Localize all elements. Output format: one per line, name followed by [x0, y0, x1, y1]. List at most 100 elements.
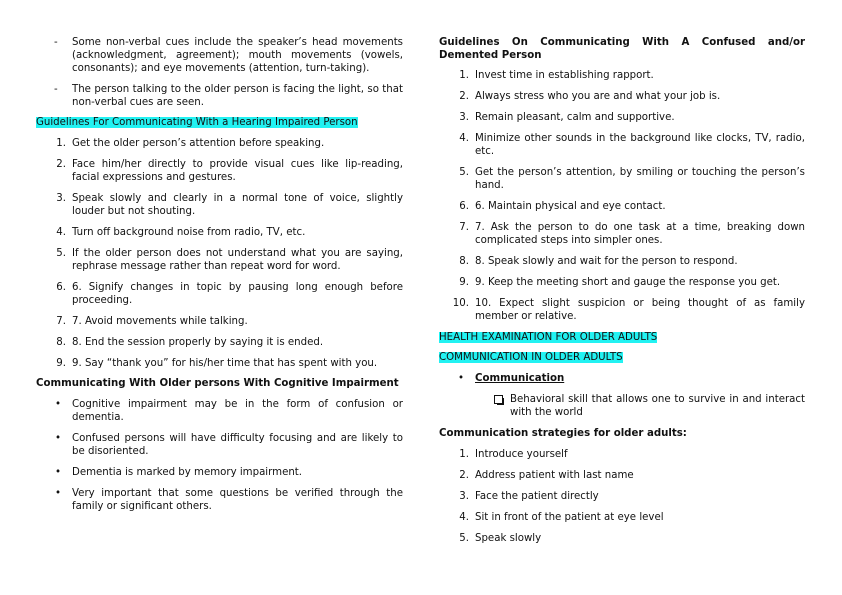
list-item-text: Introduce yourself	[475, 449, 568, 460]
list-number: 5.	[459, 533, 469, 544]
list-item: 3. Remain pleasant, calm and supportive.	[439, 111, 805, 124]
list-item-text: The person talking to the older person i…	[72, 84, 403, 108]
list-number: 2.	[459, 91, 469, 102]
list-item: • Dementia is marked by memory impairmen…	[36, 466, 403, 479]
sub-list-item: Behavioral skill that allows one to surv…	[439, 393, 805, 419]
list-item-text: 9. Keep the meeting short and gauge the …	[475, 277, 781, 288]
list-item: 5. Get the person’s attention, by smilin…	[439, 166, 805, 192]
comm-heading-line: COMMUNICATION IN OLDER ADULTS	[439, 351, 805, 364]
confused-heading: Guidelines On Communicating With A Confu…	[439, 37, 805, 61]
list-item-text: Turn off background noise from radio, TV…	[72, 227, 306, 238]
list-item: - Some non-verbal cues include the speak…	[36, 36, 403, 75]
hearing-heading-line: Guidelines For Communicating With a Hear…	[36, 116, 403, 129]
comm-heading: COMMUNICATION IN OLDER ADULTS	[439, 352, 623, 363]
list-item: 4. Minimize other sounds in the backgrou…	[439, 132, 805, 158]
hearing-heading: Guidelines For Communicating With a Hear…	[36, 117, 358, 128]
list-item-text: Some non-verbal cues include the speaker…	[72, 37, 403, 74]
cognitive-heading: Communicating With Older persons With Co…	[36, 378, 399, 389]
list-number: 5.	[56, 248, 66, 259]
health-heading: HEALTH EXAMINATION FOR OLDER ADULTS	[439, 332, 658, 343]
left-column: - Some non-verbal cues include the speak…	[36, 36, 403, 513]
list-item: 2. Always stress who you are and what yo…	[439, 90, 805, 103]
list-number: 2.	[56, 159, 66, 170]
communication-term: Communication	[475, 373, 565, 384]
list-item-text: 8. End the session properly by saying it…	[72, 337, 324, 348]
list-item: 1. Introduce yourself	[439, 448, 805, 461]
list-number: 6.	[459, 201, 469, 212]
list-item-text: 7. Ask the person to do one task at a ti…	[475, 222, 805, 246]
list-item: 10. 10. Expect slight suspicion or being…	[439, 297, 805, 323]
list-item: - The person talking to the older person…	[36, 83, 403, 109]
list-item: 7. 7. Ask the person to do one task at a…	[439, 221, 805, 247]
list-number: 3.	[459, 112, 469, 123]
list-number: 7.	[56, 316, 66, 327]
list-item: 3. Face the patient directly	[439, 490, 805, 503]
list-item-text: Remain pleasant, calm and supportive.	[475, 112, 675, 123]
list-item-text: 9. Say “thank you” for his/her time that…	[72, 358, 378, 369]
bullet-marker: •	[55, 399, 62, 410]
list-number: 4.	[56, 227, 66, 238]
list-number: 4.	[459, 133, 469, 144]
list-item: 5. If the older person does not understa…	[36, 247, 403, 273]
list-number: 9.	[459, 277, 469, 288]
list-item: 5. Speak slowly	[439, 532, 805, 545]
list-item-text: Invest time in establishing rapport.	[475, 70, 654, 81]
list-item-text: If the older person does not understand …	[72, 248, 403, 272]
list-number: 8.	[459, 256, 469, 267]
list-item-text: 6. Maintain physical and eye contact.	[475, 201, 666, 212]
list-item: • Cognitive impairment may be in the for…	[36, 398, 403, 424]
list-item: 4. Sit in front of the patient at eye le…	[439, 511, 805, 524]
list-item-text: Face him/her directly to provide visual …	[72, 159, 403, 183]
list-number: 5.	[459, 167, 469, 178]
list-number: 7.	[459, 222, 469, 233]
list-item: 8. 8. End the session properly by saying…	[36, 336, 403, 349]
list-number: 3.	[56, 193, 66, 204]
list-number: 1.	[459, 70, 469, 81]
right-column: Guidelines On Communicating With A Confu…	[439, 36, 805, 545]
list-item: 8. 8. Speak slowly and wait for the pers…	[439, 255, 805, 268]
list-item: 6. 6. Maintain physical and eye contact.	[439, 200, 805, 213]
list-item: 4. Turn off background noise from radio,…	[36, 226, 403, 239]
list-item-text: 8. Speak slowly and wait for the person …	[475, 256, 738, 267]
list-item-text: Speak slowly and clearly in a normal ton…	[72, 193, 403, 217]
list-item-text: 7. Avoid movements while talking.	[72, 316, 248, 327]
list-item-text: Always stress who you are and what your …	[475, 91, 721, 102]
bullet-marker: •	[55, 488, 62, 499]
list-number: 2.	[459, 470, 469, 481]
list-item: 1. Get the older person’s attention befo…	[36, 137, 403, 150]
list-item: 7. 7. Avoid movements while talking.	[36, 315, 403, 328]
list-item: 2. Face him/her directly to provide visu…	[36, 158, 403, 184]
list-item-text: Minimize other sounds in the background …	[475, 133, 805, 157]
strategies-heading: Communication strategies for older adult…	[439, 428, 687, 439]
list-item-text: Face the patient directly	[475, 491, 599, 502]
list-item-text: Speak slowly	[475, 533, 542, 544]
list-item: • Confused persons will have difficulty …	[36, 432, 403, 458]
list-item: 2. Address patient with last name	[439, 469, 805, 482]
list-item: 9. 9. Keep the meeting short and gauge t…	[439, 276, 805, 289]
checkbox-bullet-icon	[494, 395, 504, 405]
list-item: • Communication	[439, 372, 805, 385]
list-item-text: 10. Expect slight suspicion or being tho…	[475, 298, 805, 322]
list-number: 10.	[452, 298, 469, 309]
list-item-text: Very important that some questions be ve…	[72, 488, 403, 512]
list-item-text: Sit in front of the patient at eye level	[475, 512, 664, 523]
list-number: 9.	[56, 358, 66, 369]
bullet-marker: •	[458, 373, 465, 384]
bullet-marker: •	[55, 467, 62, 478]
list-item: 9. 9. Say “thank you” for his/her time t…	[36, 357, 403, 370]
list-item-text: Dementia is marked by memory impairment.	[72, 467, 303, 478]
list-number: 6.	[56, 282, 66, 293]
list-number: 1.	[56, 138, 66, 149]
list-number: 4.	[459, 512, 469, 523]
list-item: • Very important that some questions be …	[36, 487, 403, 513]
list-item-text: Get the person’s attention, by smiling o…	[475, 167, 805, 191]
list-item-text: Address patient with last name	[475, 470, 634, 481]
list-number: 1.	[459, 449, 469, 460]
list-item: 6. 6. Signify changes in topic by pausin…	[36, 281, 403, 307]
list-item-text: Confused persons will have difficulty fo…	[72, 433, 403, 457]
list-item-text: Cognitive impairment may be in the form …	[72, 399, 403, 423]
sub-item-text: Behavioral skill that allows one to surv…	[510, 394, 805, 418]
dash-marker: -	[54, 84, 58, 95]
list-number: 3.	[459, 491, 469, 502]
list-item: 3. Speak slowly and clearly in a normal …	[36, 192, 403, 218]
